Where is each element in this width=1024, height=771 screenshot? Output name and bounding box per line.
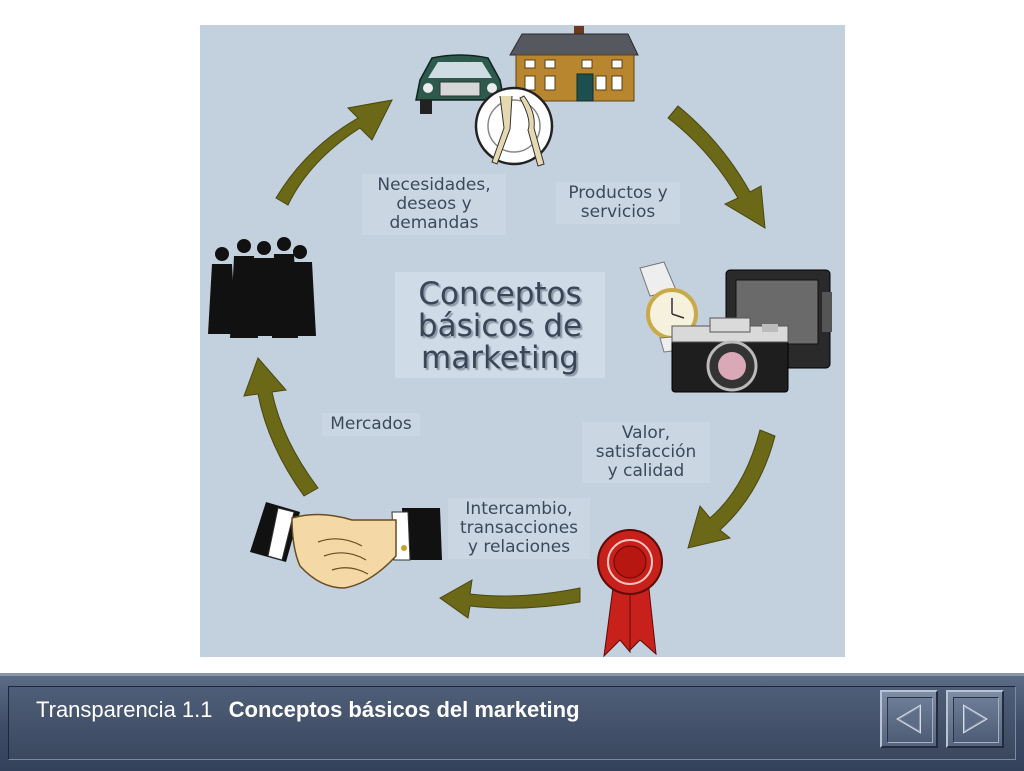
value-line-3: y calidad [607,461,685,481]
triangle-left-icon [896,704,921,734]
arrow-markets-up [243,357,319,497]
node-needs-label: Necesidades, deseos y demandas [362,174,506,235]
products-line-2: servicios [580,202,656,222]
center-title: Conceptos básicos de marketing [395,272,605,378]
value-line-2: satisfacción [595,442,697,462]
footer-label: Transparencia 1.1 [36,697,213,722]
center-title-line-2: básicos de [417,308,583,344]
node-products-label: Productos y servicios [556,182,680,224]
products-line-1: Productos y [568,183,668,203]
arrow-value-to-exchange [687,429,776,549]
node-value-label: Valor, satisfacción y calidad [582,422,710,483]
node-exchange-label: Intercambio, transacciones y relaciones [448,498,590,559]
exchange-line-3: y relaciones [467,537,571,557]
footer-inset [8,686,1016,760]
plate-fork-knife-icon [474,86,554,167]
exchange-line-2: transacciones [459,518,579,538]
arrow-markets-to-needs [275,99,393,206]
people-group-icon [208,237,316,338]
needs-line-1: Necesidades, [377,175,491,195]
center-title-line-1: Conceptos [418,276,582,312]
cycle-arrows [243,99,776,619]
previous-slide-button[interactable] [880,690,938,748]
needs-line-2: deseos y [396,194,472,214]
value-line-1: Valor, [621,423,671,443]
diagram-graphics [208,26,832,658]
footer-title: Conceptos básicos del marketing [228,697,580,722]
camera-icon [671,317,789,393]
next-slide-button[interactable] [946,690,1004,748]
handshake-icon [250,502,442,589]
center-title-line-3: marketing [421,340,579,376]
footer-caption: Transparencia 1.1 Conceptos básicos del … [36,697,580,723]
house-icon [509,26,639,102]
node-markets-label: Mercados [322,413,420,436]
footer-bar [0,673,1024,771]
arrow-needs-to-products [667,105,766,229]
exchange-line-1: Intercambio, [465,499,573,519]
needs-line-3: demandas [389,213,479,233]
arrow-exchange-to-markets [439,579,581,619]
triangle-right-icon [963,704,988,734]
markets-line-1: Mercados [330,414,412,434]
award-ribbon-icon [597,529,663,658]
